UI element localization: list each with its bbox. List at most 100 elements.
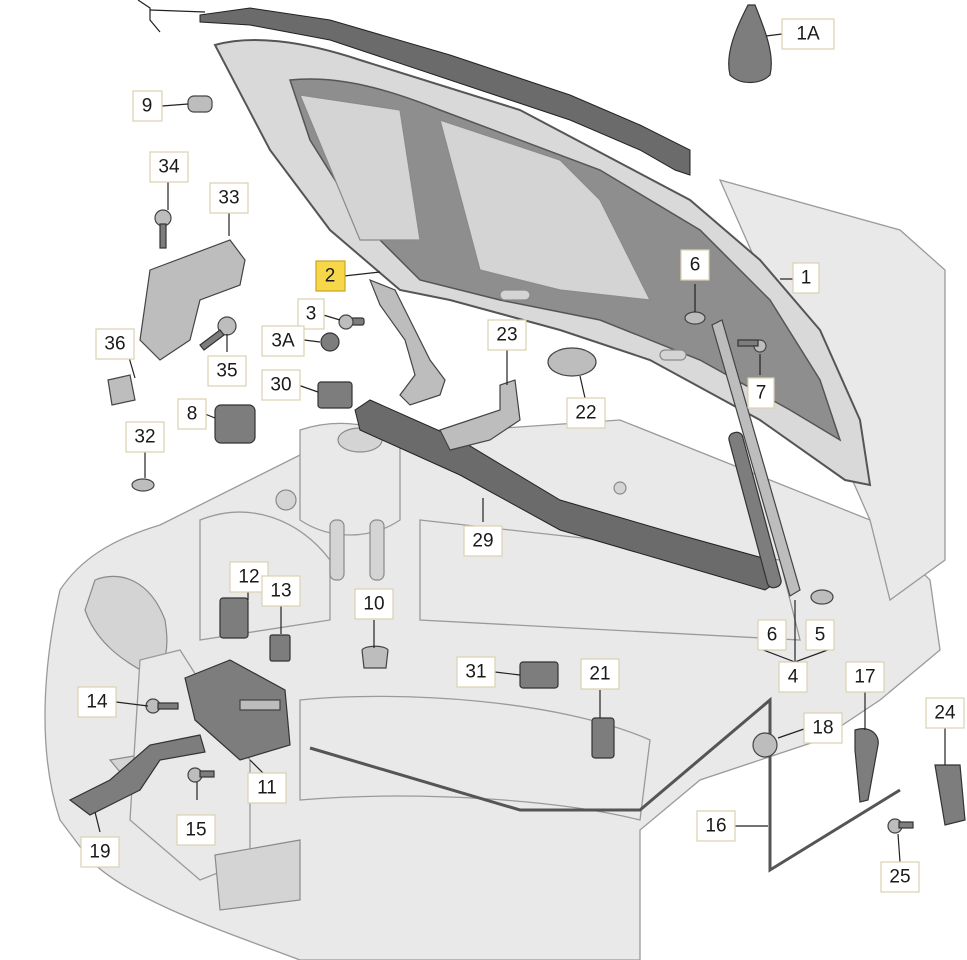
callout-1: 1 bbox=[792, 262, 820, 294]
part-24-bracket bbox=[934, 764, 966, 826]
callout-5: 5 bbox=[805, 619, 835, 651]
callout-7: 7 bbox=[747, 377, 775, 409]
part-18-grommet bbox=[752, 732, 778, 758]
callout-33: 33 bbox=[209, 182, 249, 214]
callout-32: 32 bbox=[125, 421, 165, 453]
callout-3A-text: 3A bbox=[271, 331, 295, 352]
part-36-clip bbox=[107, 374, 136, 406]
callout-30-text: 30 bbox=[270, 375, 291, 396]
part-33-hinge-bracket bbox=[139, 239, 246, 361]
part-8-grommet bbox=[214, 404, 256, 444]
callout-29-text: 29 bbox=[472, 531, 493, 552]
callout-7-text: 7 bbox=[756, 383, 767, 404]
callout-31-text: 31 bbox=[465, 662, 486, 683]
part-11-lock bbox=[184, 659, 291, 761]
callout-6-lower: 6 bbox=[757, 619, 787, 651]
callout-1A-text: 1A bbox=[796, 24, 820, 45]
callout-25: 25 bbox=[880, 861, 920, 893]
part-4-gas-strut bbox=[711, 319, 801, 597]
callout-32-text: 32 bbox=[134, 427, 155, 448]
callout-21-text: 21 bbox=[589, 664, 610, 685]
part-19-release-lever bbox=[68, 734, 206, 816]
callout-22-text: 22 bbox=[575, 403, 596, 424]
callout-14: 14 bbox=[77, 686, 117, 718]
part-17-handle bbox=[854, 728, 879, 803]
part-10-buffer bbox=[361, 645, 389, 669]
callout-22: 22 bbox=[566, 397, 606, 429]
callout-17-text: 17 bbox=[854, 667, 875, 688]
callout-15: 15 bbox=[176, 814, 216, 846]
callout-34-text: 34 bbox=[158, 157, 180, 178]
part-22-cover bbox=[547, 347, 597, 377]
callout-13: 13 bbox=[261, 575, 301, 607]
part-9-buffer bbox=[187, 95, 213, 113]
callout-36: 36 bbox=[95, 328, 135, 360]
part-2-hood-hinge bbox=[368, 278, 446, 406]
callout-8: 8 bbox=[177, 398, 207, 430]
hood-seal-top bbox=[199, 7, 691, 176]
callout-24-text: 24 bbox=[934, 703, 956, 724]
callout-24: 24 bbox=[925, 697, 965, 729]
callout-10: 10 bbox=[354, 588, 394, 620]
callout-10-text: 10 bbox=[363, 594, 384, 615]
callout-6-upper-text: 6 bbox=[690, 255, 701, 276]
part-15-screw bbox=[187, 767, 215, 783]
callout-16-text: 16 bbox=[705, 816, 726, 837]
callout-12-text: 12 bbox=[238, 567, 259, 588]
callout-1A: 1A bbox=[781, 18, 835, 50]
part-25-screw bbox=[887, 818, 914, 834]
callout-4: 4 bbox=[778, 661, 808, 693]
callout-13-text: 13 bbox=[270, 581, 291, 602]
callout-36-text: 36 bbox=[104, 334, 125, 355]
callout-11: 11 bbox=[247, 772, 287, 804]
callout-1-text: 1 bbox=[801, 268, 812, 289]
hood bbox=[213, 39, 872, 487]
callout-labels: 1A 9 34 33 2 3 3A 36 bbox=[77, 18, 965, 893]
callout-19: 19 bbox=[80, 836, 120, 868]
part-21-clip bbox=[591, 717, 615, 759]
part-23-bracket bbox=[439, 379, 521, 451]
part-6-clip bbox=[684, 311, 834, 605]
part-3A-nut bbox=[320, 332, 340, 352]
part-16-cable bbox=[309, 696, 901, 873]
callout-2: 2 bbox=[315, 260, 346, 292]
callout-23-text: 23 bbox=[496, 325, 517, 346]
callout-8-text: 8 bbox=[187, 404, 198, 425]
callout-3-text: 3 bbox=[306, 304, 317, 325]
callout-11-text: 11 bbox=[257, 778, 277, 799]
callout-34: 34 bbox=[149, 151, 189, 183]
callout-2-text: 2 bbox=[325, 266, 336, 287]
part-34-screw bbox=[154, 209, 172, 249]
callout-5-text: 5 bbox=[815, 625, 826, 646]
callout-17: 17 bbox=[845, 661, 885, 693]
callout-6-lower-text: 6 bbox=[767, 625, 778, 646]
callout-21: 21 bbox=[580, 658, 620, 690]
callout-19-text: 19 bbox=[89, 842, 110, 863]
callout-9-text: 9 bbox=[142, 96, 153, 117]
callout-30: 30 bbox=[261, 369, 301, 401]
part-35-screw bbox=[199, 316, 237, 351]
callout-35: 35 bbox=[207, 355, 247, 387]
callout-14-text: 14 bbox=[86, 692, 108, 713]
callout-16: 16 bbox=[696, 810, 736, 842]
callout-6-upper: 6 bbox=[680, 249, 710, 281]
callout-3A: 3A bbox=[261, 325, 305, 357]
part-30-rubber-stop bbox=[317, 381, 353, 409]
part-3-bolt bbox=[338, 314, 365, 330]
callout-29: 29 bbox=[463, 525, 503, 557]
callout-25-text: 25 bbox=[889, 867, 910, 888]
callout-23: 23 bbox=[487, 319, 527, 351]
callout-15-text: 15 bbox=[185, 820, 206, 841]
callout-35-text: 35 bbox=[216, 361, 237, 382]
callout-4-text: 4 bbox=[788, 667, 799, 688]
part-7-screw bbox=[737, 339, 767, 353]
callout-9: 9 bbox=[132, 90, 163, 122]
part-13-clip bbox=[269, 634, 291, 662]
part-32-washer bbox=[131, 478, 155, 492]
callout-31: 31 bbox=[456, 656, 496, 688]
callout-33-text: 33 bbox=[218, 188, 239, 209]
part-1A-grip bbox=[728, 4, 772, 84]
coolant-reservoir bbox=[299, 422, 401, 536]
callout-3: 3 bbox=[297, 298, 325, 330]
